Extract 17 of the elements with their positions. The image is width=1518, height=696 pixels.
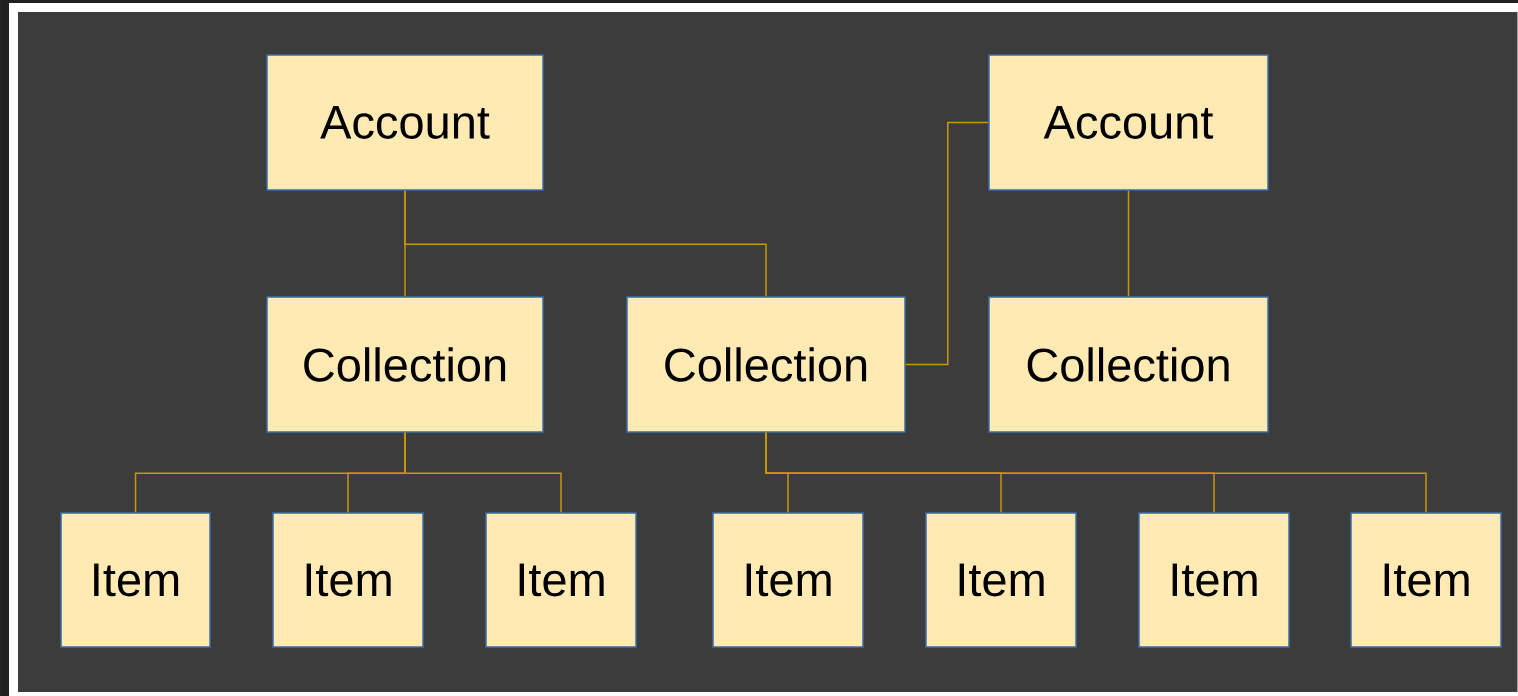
node-box: Item — [60, 512, 211, 648]
connector-line — [765, 432, 1427, 513]
connector-line — [905, 121, 989, 366]
node-box: Collection — [626, 296, 906, 433]
node-box: Item — [1138, 512, 1290, 648]
connector-line — [1127, 190, 1130, 297]
node-box: Item — [485, 512, 637, 648]
node-box: Collection — [988, 296, 1269, 433]
node-box: Collection — [266, 296, 544, 433]
connector-line — [404, 190, 767, 297]
connector-line — [404, 432, 562, 513]
node-box: Account — [266, 54, 544, 191]
node-box: Item — [925, 512, 1077, 648]
node-box: Item — [712, 512, 864, 648]
node-box: Item — [1350, 512, 1502, 648]
node-box: Account — [988, 54, 1269, 191]
node-box: Item — [272, 512, 424, 648]
